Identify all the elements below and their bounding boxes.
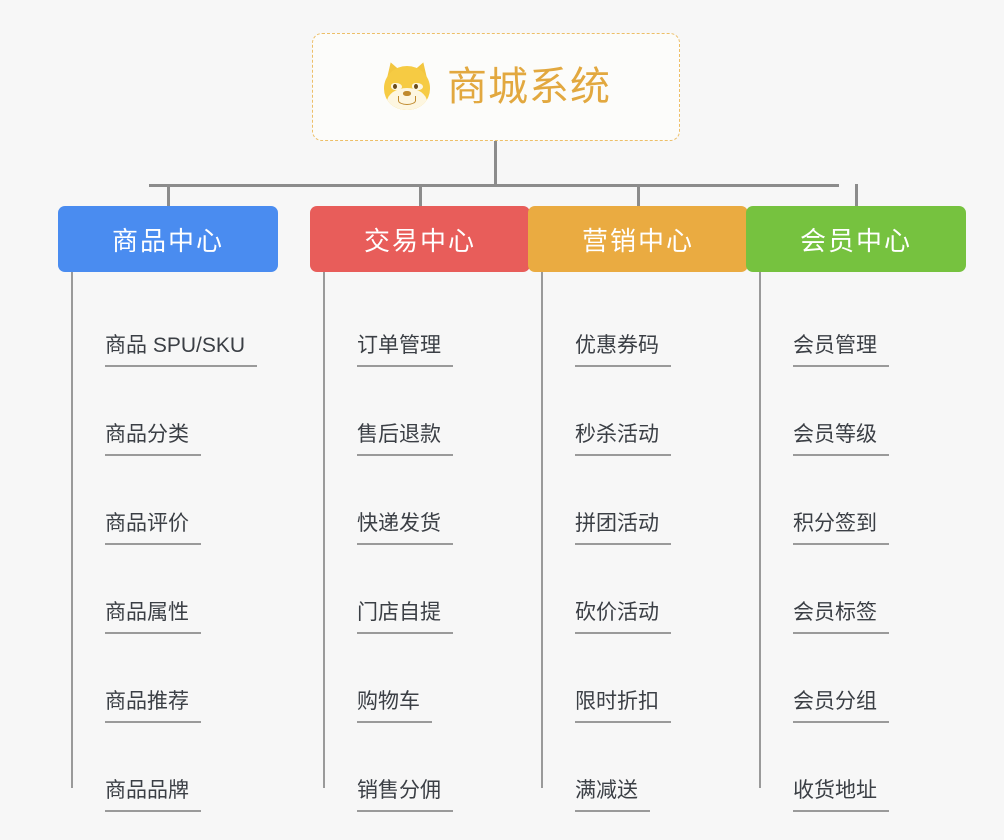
- column-member-center: 会员中心会员管理会员等级积分签到会员标签会员分组收货地址: [746, 206, 966, 812]
- leaf-item[interactable]: 积分签到: [759, 456, 966, 545]
- column-marketing-center: 营销中心优惠券码秒杀活动拼团活动砍价活动限时折扣满减送: [528, 206, 748, 812]
- connector-spine-marketing-center: [541, 272, 543, 788]
- category-card-trade-center[interactable]: 交易中心: [310, 206, 530, 272]
- column-trade-center: 交易中心订单管理售后退款快递发货门店自提购物车销售分佣: [310, 206, 530, 812]
- connector-drop-product-center: [167, 184, 170, 208]
- leaf-item-label: 商品属性: [105, 600, 201, 634]
- leaf-item-label: 快递发货: [357, 511, 453, 545]
- leaf-item[interactable]: 快递发货: [323, 456, 530, 545]
- leaf-item-label: 满减送: [575, 778, 650, 812]
- column-product-center: 商品中心商品 SPU/SKU 商品分类商品评价商品属性商品推荐商品品牌: [58, 206, 278, 812]
- leaf-item[interactable]: 商品属性: [71, 545, 278, 634]
- leaf-item-label: 秒杀活动: [575, 422, 671, 456]
- leaf-item-label: 会员管理: [793, 333, 889, 367]
- shiba-head-icon: [384, 66, 430, 110]
- connector-horizontal-bus: [149, 184, 839, 187]
- shiba-dog-icon: [381, 59, 433, 113]
- leaf-item-label: 销售分佣: [357, 778, 453, 812]
- shiba-nose-icon: [403, 91, 411, 96]
- leaf-item-label: 优惠券码: [575, 333, 671, 367]
- leaf-item[interactable]: 商品推荐: [71, 634, 278, 723]
- leaf-item[interactable]: 会员等级: [759, 367, 966, 456]
- shiba-eye-right-icon: [412, 83, 423, 90]
- leaf-item-label: 收货地址: [793, 778, 889, 812]
- connector-spine-trade-center: [323, 272, 325, 788]
- leaf-item-label: 会员分组: [793, 689, 889, 723]
- leaf-item-label: 会员等级: [793, 422, 889, 456]
- leaf-item[interactable]: 收货地址: [759, 723, 966, 812]
- connector-drop-trade-center: [419, 184, 422, 208]
- leaf-item[interactable]: 会员管理: [759, 278, 966, 367]
- leaf-item[interactable]: 商品分类: [71, 367, 278, 456]
- leaf-item-label: 售后退款: [357, 422, 453, 456]
- leaf-item[interactable]: 会员分组: [759, 634, 966, 723]
- leaf-list-product-center: 商品 SPU/SKU 商品分类商品评价商品属性商品推荐商品品牌: [71, 272, 278, 812]
- leaf-item-label: 购物车: [357, 689, 432, 723]
- shiba-mouth-icon: [398, 96, 416, 105]
- leaf-item-label: 砍价活动: [575, 600, 671, 634]
- connector-drop-member-center: [855, 184, 858, 208]
- connector-drop-marketing-center: [637, 184, 640, 208]
- shiba-eye-left-icon: [391, 83, 402, 90]
- leaf-item-label: 会员标签: [793, 600, 889, 634]
- leaf-item[interactable]: 购物车: [323, 634, 530, 723]
- leaf-list-member-center: 会员管理会员等级积分签到会员标签会员分组收货地址: [759, 272, 966, 812]
- leaf-item[interactable]: 会员标签: [759, 545, 966, 634]
- leaf-item[interactable]: 订单管理: [323, 278, 530, 367]
- leaf-item[interactable]: 门店自提: [323, 545, 530, 634]
- category-card-product-center[interactable]: 商品中心: [58, 206, 278, 272]
- connector-spine-product-center: [71, 272, 73, 788]
- leaf-item-label: 订单管理: [357, 333, 453, 367]
- connector-root-stem: [494, 141, 497, 186]
- leaf-item[interactable]: 砍价活动: [541, 545, 748, 634]
- leaf-item-label: 商品分类: [105, 422, 201, 456]
- root-node[interactable]: 商城系统: [312, 33, 680, 141]
- leaf-item-label: 商品品牌: [105, 778, 201, 812]
- leaf-item-label: 拼团活动: [575, 511, 671, 545]
- leaf-item[interactable]: 售后退款: [323, 367, 530, 456]
- leaf-item-label: 积分签到: [793, 511, 889, 545]
- root-title: 商城系统: [447, 65, 611, 109]
- leaf-item[interactable]: 商品品牌: [71, 723, 278, 812]
- leaf-list-trade-center: 订单管理售后退款快递发货门店自提购物车销售分佣: [323, 272, 530, 812]
- leaf-item[interactable]: 优惠券码: [541, 278, 748, 367]
- leaf-item[interactable]: 满减送: [541, 723, 748, 812]
- leaf-item-label: 门店自提: [357, 600, 453, 634]
- leaf-item[interactable]: 秒杀活动: [541, 367, 748, 456]
- leaf-item[interactable]: 商品 SPU/SKU: [71, 278, 278, 367]
- leaf-item[interactable]: 拼团活动: [541, 456, 748, 545]
- leaf-item[interactable]: 商品评价: [71, 456, 278, 545]
- leaf-item-label: 商品推荐: [105, 689, 201, 723]
- leaf-item[interactable]: 销售分佣: [323, 723, 530, 812]
- leaf-item-label: 商品评价: [105, 511, 201, 545]
- category-card-member-center[interactable]: 会员中心: [746, 206, 966, 272]
- leaf-item-label: 限时折扣: [575, 689, 671, 723]
- leaf-item[interactable]: 限时折扣: [541, 634, 748, 723]
- leaf-item-label: 商品 SPU/SKU: [105, 333, 258, 367]
- leaf-list-marketing-center: 优惠券码秒杀活动拼团活动砍价活动限时折扣满减送: [541, 272, 748, 812]
- category-card-marketing-center[interactable]: 营销中心: [528, 206, 748, 272]
- connector-spine-member-center: [759, 272, 761, 788]
